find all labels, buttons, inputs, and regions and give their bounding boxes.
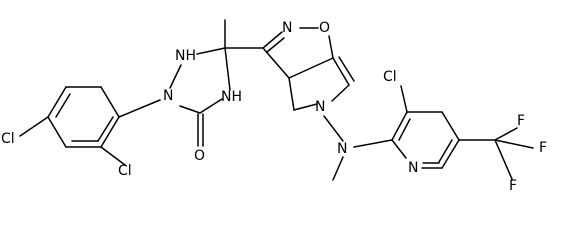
bond bbox=[47, 86, 67, 118]
atom-label-f: F bbox=[517, 113, 525, 129]
bond bbox=[100, 86, 120, 118]
bond bbox=[97, 116, 114, 142]
atom-label-n: N bbox=[163, 88, 173, 104]
bond bbox=[55, 93, 71, 118]
bond bbox=[494, 127, 518, 141]
atom-label-f: F bbox=[509, 178, 517, 194]
atom-label-o: O bbox=[319, 20, 330, 36]
atom-label-n: N bbox=[282, 20, 292, 36]
bond bbox=[47, 116, 67, 148]
atom-label-cl: Cl bbox=[118, 163, 132, 179]
bond bbox=[494, 139, 534, 149]
bond bbox=[441, 111, 460, 141]
bond bbox=[224, 47, 231, 91]
bond bbox=[438, 139, 453, 163]
bond bbox=[332, 156, 344, 181]
bond bbox=[441, 139, 460, 169]
atom-label-f: F bbox=[539, 140, 547, 156]
bond bbox=[353, 139, 393, 148]
bond bbox=[293, 103, 318, 111]
bond bbox=[338, 56, 355, 82]
bonds bbox=[19, 19, 534, 181]
bond bbox=[332, 57, 350, 86]
bond bbox=[288, 57, 334, 79]
chemical-structure-diagram: Cl Cl N NH NH O N O N N Cl N F F F bbox=[1, 19, 548, 194]
atom-label-nh: NH bbox=[175, 48, 196, 64]
atom-label-n: N bbox=[337, 141, 347, 157]
bond bbox=[391, 111, 408, 141]
bond bbox=[19, 116, 49, 137]
bond bbox=[328, 35, 334, 59]
atom-label-cl: Cl bbox=[1, 131, 15, 147]
atom-label-n: N bbox=[315, 99, 325, 115]
bond bbox=[331, 84, 350, 102]
bond bbox=[494, 139, 513, 180]
bond bbox=[288, 77, 295, 111]
bond bbox=[262, 47, 290, 79]
bond bbox=[100, 116, 120, 148]
atom-label-cl: Cl bbox=[383, 69, 397, 85]
bond bbox=[262, 31, 283, 49]
atom-label-n: N bbox=[408, 160, 418, 176]
atom-label-nh: NH bbox=[221, 89, 242, 105]
bond bbox=[199, 98, 223, 114]
bond bbox=[400, 85, 408, 113]
bond bbox=[266, 37, 285, 53]
bond bbox=[118, 99, 161, 118]
bond bbox=[196, 47, 226, 55]
bond bbox=[169, 64, 182, 89]
bond bbox=[179, 105, 201, 114]
atom-labels: Cl Cl N NH NH O N O N N Cl N F F F bbox=[1, 20, 547, 194]
bond bbox=[391, 139, 407, 159]
bond bbox=[398, 118, 411, 141]
bond bbox=[323, 115, 344, 142]
bond bbox=[100, 146, 126, 166]
atom-label-o: O bbox=[194, 148, 205, 164]
